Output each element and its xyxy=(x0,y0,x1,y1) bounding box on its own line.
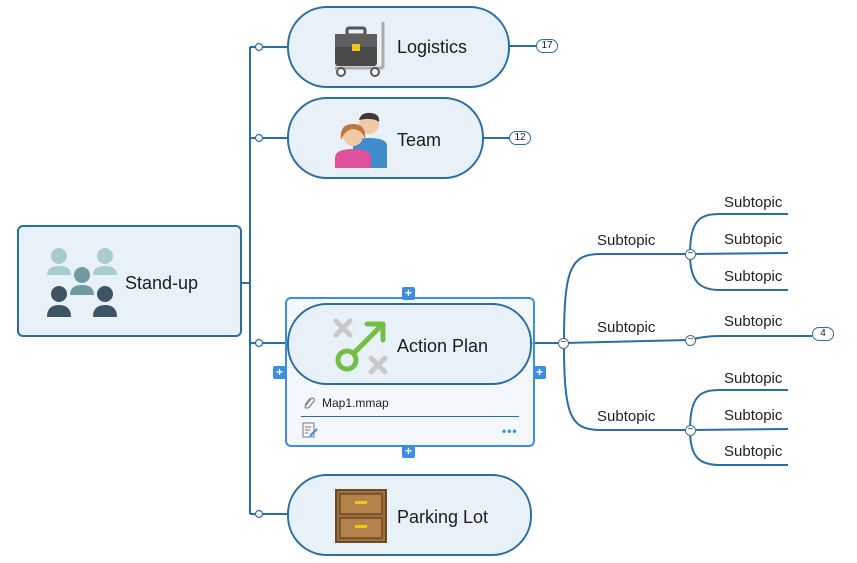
subtopic-3[interactable]: Subtopic xyxy=(597,408,656,425)
subtopic-1-child-1[interactable]: Subtopic xyxy=(724,194,783,211)
more-options-icon[interactable]: ••• xyxy=(502,424,518,438)
subtopic-1[interactable]: Subtopic xyxy=(597,232,656,249)
attachment-link[interactable]: Map1.mmap xyxy=(322,396,389,410)
topic-parking-lot-label: Parking Lot xyxy=(397,507,489,527)
topic-team-label: Team xyxy=(397,130,442,150)
topic-action-plan[interactable]: Action Plan xyxy=(287,303,532,385)
add-topic-left-handle[interactable]: + xyxy=(273,366,286,379)
strategy-xo-icon xyxy=(333,318,388,375)
collapse-toggle-subtopic-1[interactable]: − xyxy=(685,249,696,260)
team-count-badge[interactable]: 12 xyxy=(509,131,531,145)
collapse-toggle-subtopic-3[interactable]: − xyxy=(685,425,696,436)
add-topic-right-handle[interactable]: + xyxy=(533,366,546,379)
file-drawer-icon xyxy=(335,489,387,543)
add-topic-bottom-handle[interactable]: + xyxy=(402,445,415,458)
notes-divider xyxy=(301,416,519,417)
topic-action-plan-label: Action Plan xyxy=(397,336,489,356)
topic-team[interactable]: Team xyxy=(287,97,484,179)
subtopic-2[interactable]: Subtopic xyxy=(597,319,656,336)
subtopic-3-child-1[interactable]: Subtopic xyxy=(724,370,783,387)
topic-logistics[interactable]: Logistics xyxy=(287,6,510,88)
notes-edit-icon[interactable] xyxy=(302,422,318,438)
team-couple-icon xyxy=(335,112,387,168)
add-topic-top-handle[interactable]: + xyxy=(402,287,415,300)
root-topic[interactable]: Stand-up xyxy=(17,225,242,337)
subtopic-1-child-3[interactable]: Subtopic xyxy=(724,268,783,285)
people-group-icon xyxy=(47,248,117,317)
subtopic-2-child-count-badge[interactable]: 4 xyxy=(812,327,834,341)
topic-logistics-label: Logistics xyxy=(397,37,468,57)
collapse-toggle-action-plan[interactable]: − xyxy=(558,338,569,349)
subtopic-3-child-3[interactable]: Subtopic xyxy=(724,443,783,460)
briefcase-cart-icon xyxy=(335,22,385,77)
subtopic-3-child-2[interactable]: Subtopic xyxy=(724,407,783,424)
logistics-count-badge[interactable]: 17 xyxy=(536,39,558,53)
paperclip-icon xyxy=(304,397,315,409)
collapse-toggle-subtopic-2[interactable]: − xyxy=(685,335,696,346)
subtopic-2-child-1[interactable]: Subtopic xyxy=(724,313,783,330)
root-topic-label: Stand-up xyxy=(125,273,199,293)
topic-parking-lot[interactable]: Parking Lot xyxy=(287,474,532,556)
subtopic-1-child-2[interactable]: Subtopic xyxy=(724,231,783,248)
